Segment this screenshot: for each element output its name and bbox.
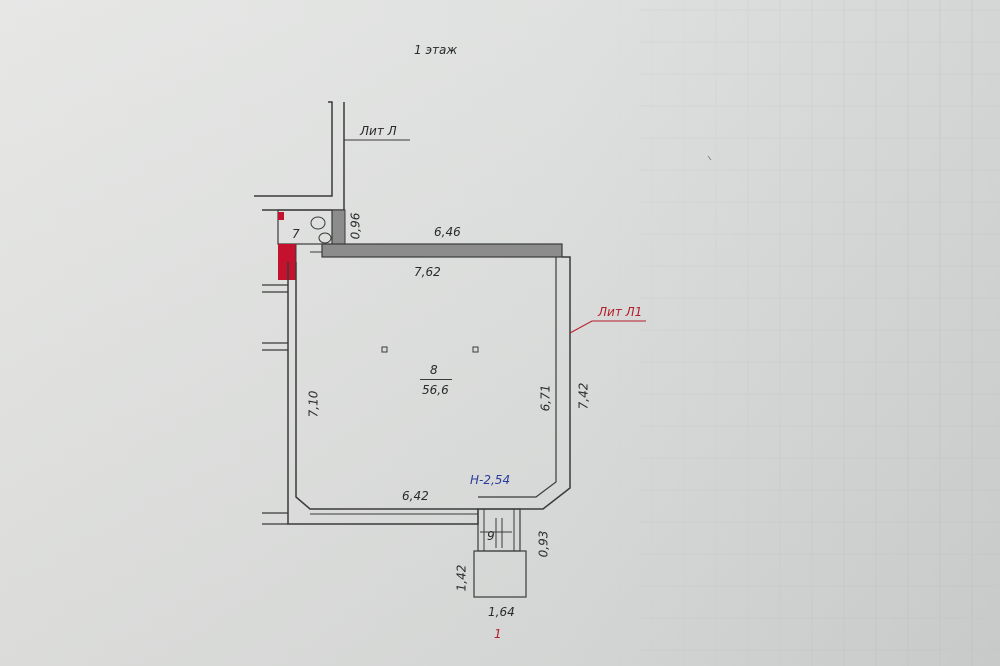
porch-outline	[473, 550, 527, 598]
dim-right-outer: 7,42	[576, 382, 591, 410]
height-label: H-2,54	[470, 473, 511, 487]
toilet-icon	[318, 232, 332, 244]
lit-l-wall-outline	[254, 101, 333, 197]
dim-porch-164: 1,64	[488, 605, 515, 619]
wall-096	[331, 209, 346, 245]
dim-left-wall: 7,10	[306, 390, 321, 418]
fixture-2	[472, 346, 479, 353]
dim-top-outer: 6,46	[434, 225, 461, 239]
room-8-number: 8	[430, 363, 438, 377]
room-9-number: 9	[487, 529, 495, 543]
dim-right-inner: 6,71	[538, 384, 553, 412]
room-8-area: 56,6	[422, 383, 449, 397]
pencil-mark	[707, 155, 712, 161]
red-marker-small	[278, 212, 284, 220]
room-8-inner-wall	[295, 262, 478, 510]
lit-l1-label: Лит Л1	[598, 305, 643, 319]
lit-l-label: Лит Л	[360, 124, 397, 138]
room-7-outline	[277, 209, 333, 245]
sink-icon	[310, 216, 326, 230]
dim-porch-142: 1,42	[454, 564, 469, 592]
graph-paper-grid	[619, 0, 1000, 666]
sheet-number: 1	[494, 627, 502, 641]
dim-096: 0,96	[348, 212, 363, 240]
floor-title: 1 этаж	[414, 43, 458, 57]
room-8-area-underline	[420, 379, 452, 380]
dim-bottom: 6,42	[402, 489, 429, 503]
lit-l1-leader	[569, 320, 646, 334]
dim-porch-093: 0,93	[536, 530, 551, 558]
dim-top-inner: 7,62	[414, 265, 441, 279]
red-marker-wall	[278, 244, 296, 280]
room-8-right-inner	[478, 257, 557, 498]
top-wall	[321, 243, 563, 258]
fixture-1	[381, 346, 388, 353]
room-7-number: 7	[292, 227, 300, 241]
